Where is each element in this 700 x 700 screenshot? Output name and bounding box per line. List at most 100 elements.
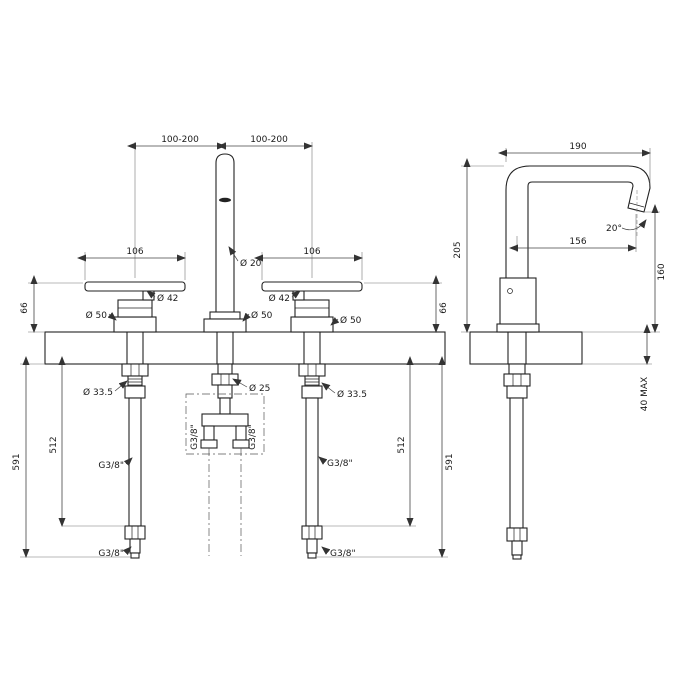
ldr-thread-mid-right (318, 456, 328, 465)
nut-center-facets (220, 374, 230, 385)
underdeck-side (503, 363, 531, 560)
nut-left (121, 363, 149, 377)
hose-right-end-facets (308, 526, 316, 539)
dim-hole-dia-left: Ø 33.5 (83, 387, 113, 398)
hose-side-end-facets (513, 528, 521, 541)
front-view: 100-200 100-200 106 106 66 66 Ø 20 Ø 42 … (12, 135, 455, 559)
spout-side (496, 165, 651, 333)
tee-drop-right (235, 425, 247, 441)
ldr-thread-mid-left (123, 457, 133, 467)
tee-body (201, 413, 249, 427)
dim-thread-bottom-left: G3/8" (98, 549, 124, 559)
ldr-base-dia-center (242, 312, 251, 322)
hose-side (509, 397, 524, 529)
dim-spout-dia: Ø 20 (240, 258, 262, 269)
underdeck-left (121, 363, 149, 559)
dim-thread-mid-left: G3/8" (98, 461, 124, 471)
spout-side-setscrew (507, 288, 513, 294)
ldr-base-dia-left (107, 312, 117, 321)
tee-option-box (185, 393, 265, 455)
nut-left-facets (130, 364, 140, 376)
nut-right (298, 363, 326, 377)
deck-hole-right (303, 331, 321, 365)
deck-side-hole (507, 331, 527, 365)
ldr-handle-dia-left (146, 290, 156, 299)
tee-centerlines (208, 448, 242, 556)
dim-thread-tee-right: G3/8" (248, 424, 258, 450)
underdeck-right (298, 363, 326, 559)
dim-205: 205 (453, 241, 463, 258)
deck-hole-center (216, 331, 234, 365)
shank-center (217, 363, 233, 375)
ldr-hole-dia-left (114, 380, 128, 392)
tee-cap-left (200, 439, 218, 449)
hose-right-end-cap (307, 552, 317, 559)
hose-fitting-side (506, 385, 528, 399)
ldr-angle (621, 219, 647, 231)
dim-handle-dia-left: Ø 42 (157, 293, 178, 304)
spout-front-aerator (219, 197, 231, 203)
spout-front-tube (215, 153, 235, 313)
thread-right-ticks (305, 378, 319, 386)
dim-591-right: 591 (445, 453, 455, 470)
nut-side-facets (512, 374, 522, 386)
shank-side (508, 363, 526, 375)
dim-thread-bottom-right: G3/8" (330, 549, 356, 559)
hose-left-end-hex (124, 525, 146, 540)
deck-front-surface (44, 331, 446, 365)
spout-front (203, 153, 247, 333)
deck-front (44, 331, 446, 365)
dimensions-side: 190 205 156 160 40 MAX 20° (453, 142, 667, 411)
hose-fitting-left (124, 385, 146, 399)
hose-right-end-hex (301, 525, 323, 540)
side-view: 190 205 156 160 40 MAX 20° (453, 142, 667, 560)
handle-left (84, 281, 186, 333)
hose-right (305, 397, 319, 527)
deck-side (469, 331, 583, 365)
tee-drop-left (203, 425, 215, 441)
deck-hole-left (126, 331, 144, 365)
tee-riser (219, 397, 231, 415)
dim-66-right: 66 (439, 302, 449, 314)
hose-left-end-cap (130, 552, 140, 559)
dim-base-dia-right: Ø 50 (340, 315, 362, 326)
thread-right (304, 375, 320, 387)
dim-lever-left: 106 (126, 247, 143, 257)
hose-left-end-tube (129, 538, 141, 554)
underdeck-center (185, 363, 265, 556)
dim-lever-right: 106 (303, 247, 320, 257)
dim-center-hole-dia: Ø 25 (249, 383, 270, 394)
dim-span-right: 100-200 (250, 135, 288, 145)
hose-side-end-cap (512, 554, 522, 560)
dim-512-right: 512 (397, 436, 407, 453)
dim-span-left: 100-200 (161, 135, 199, 145)
hose-left-end-facets (131, 526, 139, 539)
dim-handle-dia-right: Ø 42 (269, 293, 290, 304)
ext-205 (461, 165, 504, 333)
dim-base-dia-center: Ø 50 (251, 310, 273, 321)
dimensions-front: 100-200 100-200 106 106 66 66 Ø 20 Ø 42 … (12, 135, 455, 559)
ldr-spout-dia (228, 246, 239, 262)
dim-thread-tee-left: G3/8" (190, 424, 200, 450)
dim-591-left: 591 (12, 453, 22, 470)
ldr-handle-dia-right (291, 290, 301, 299)
dim-hole-dia-right: Ø 33.5 (337, 389, 367, 400)
dim-190: 190 (569, 142, 586, 152)
hose-fitting-right (301, 385, 323, 399)
handle-left-lever (84, 281, 186, 292)
spout-front-base (203, 318, 247, 333)
ext-66-left (28, 282, 83, 333)
dim-40max: 40 MAX (640, 377, 650, 411)
spout-front-flange (209, 311, 241, 320)
tail-center (217, 384, 233, 399)
handle-left-base (113, 316, 157, 333)
dim-160: 160 (657, 263, 667, 280)
dim-angle: 20° (606, 224, 622, 234)
hose-right-end-tube (306, 538, 318, 554)
ldr-hole-dia-right (321, 382, 336, 394)
ldr-center-hole-dia (232, 378, 248, 388)
ldr-base-dia-right (330, 317, 340, 326)
hose-side-end-tube (511, 540, 523, 556)
spout-side-flange (496, 323, 540, 333)
